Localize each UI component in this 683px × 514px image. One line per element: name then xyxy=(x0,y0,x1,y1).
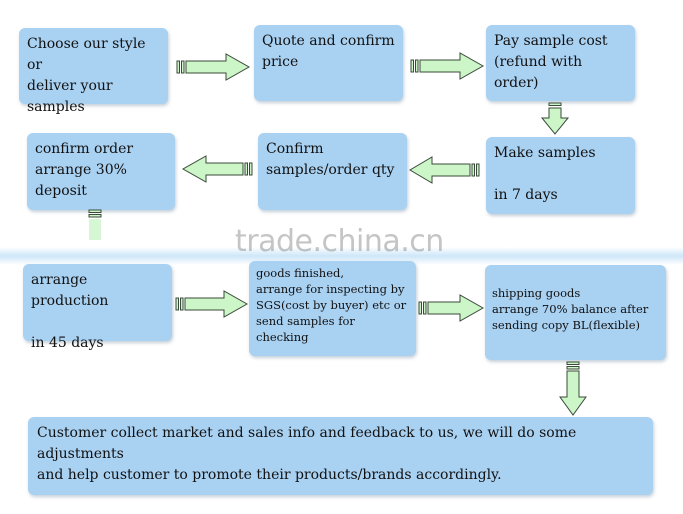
arrow-left-1 xyxy=(409,156,480,184)
arrow-left-2 xyxy=(181,155,253,183)
step-arrange-production: arrange production in 45 days xyxy=(23,264,172,351)
step-customer-feedback: Customer collect market and sales info a… xyxy=(28,417,653,495)
step-confirm-samples-qty: Confirm samples/order qty xyxy=(258,133,407,210)
arrow-down-3 xyxy=(559,361,587,416)
arrow-right-1 xyxy=(176,53,251,81)
step-quote-confirm: Quote and confirm price xyxy=(254,25,403,101)
arrow-down-2 xyxy=(88,209,102,240)
step-make-samples: Make samples in 7 days xyxy=(486,137,635,214)
horizontal-glow-band xyxy=(0,247,683,265)
step-choose-style: Choose our style or deliver your samples xyxy=(19,28,168,115)
step-goods-finished-inspection: goods finished, arrange for inspecting b… xyxy=(249,261,416,356)
arrow-right-2 xyxy=(410,52,485,80)
watermark-text: trade.china.cn xyxy=(235,224,444,259)
step-confirm-order-deposit: confirm order arrange 30% deposit xyxy=(27,133,175,210)
arrow-right-4 xyxy=(418,294,485,322)
arrow-down-1 xyxy=(540,102,570,135)
step-pay-sample-cost: Pay sample cost (refund with order) xyxy=(486,25,635,101)
arrow-right-3 xyxy=(175,290,249,318)
step-shipping-balance: shipping goods arrange 70% balance after… xyxy=(485,265,666,360)
